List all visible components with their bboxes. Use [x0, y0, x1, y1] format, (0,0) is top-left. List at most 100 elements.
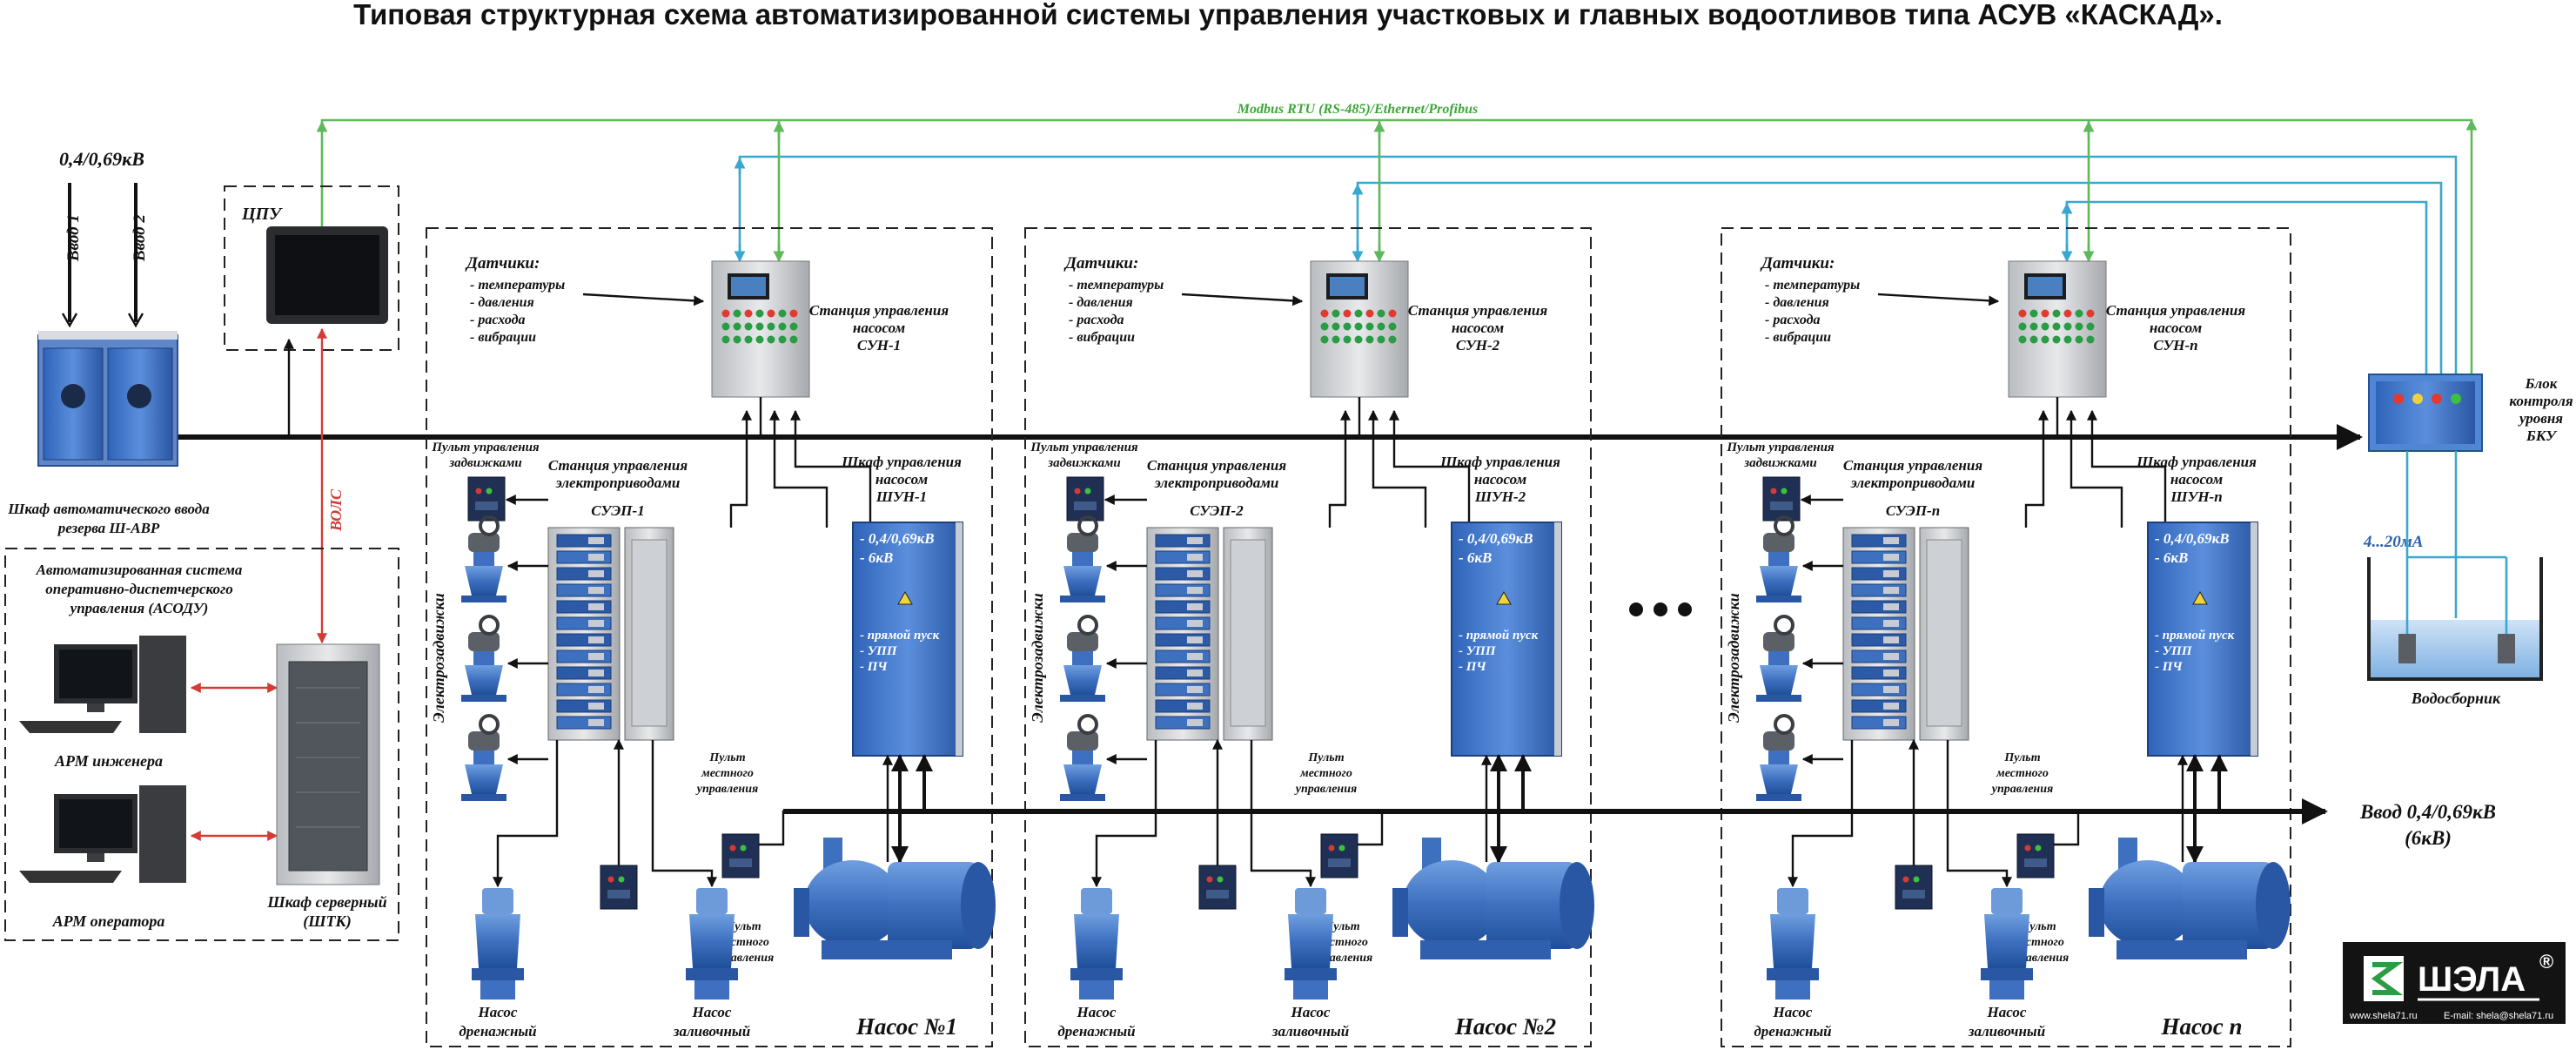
- shun-voltage-2: - 6кВ: [2155, 549, 2188, 566]
- section-frame: [1721, 227, 2291, 1047]
- suep-label-1: Станция управления: [1147, 457, 1286, 474]
- pump-control-station: [711, 260, 810, 398]
- right-block: Блок контроля уровня БКУ 4...20мА Водосб…: [783, 374, 2573, 1024]
- sensor-item: - температуры: [1765, 278, 1860, 293]
- sensor-item: - расхода: [1069, 313, 1124, 327]
- section-frame: [1024, 227, 1592, 1047]
- electric-valves: [461, 515, 506, 801]
- sun-label-3: СУН-2: [1456, 337, 1500, 353]
- shun-mode-1: - прямой пуск: [1459, 629, 1539, 643]
- drainage-pump: [1070, 888, 1123, 1000]
- main-pump-label: Насос №2: [1454, 1013, 1556, 1040]
- shun-label-3: ШУН-1: [875, 488, 927, 505]
- avr-label-2: резерва Ш-АВР: [57, 520, 160, 536]
- sun-label-2: насосом: [853, 320, 906, 336]
- logo-brand: ШЭЛА: [2418, 960, 2526, 999]
- shela-logo: ШЭЛА ® www.shela71.ru E-mail: shela@shel…: [2343, 942, 2566, 1024]
- shun-label-1: Шкаф управления: [1439, 454, 1560, 470]
- logo-email: E-mail: shela@shela71.ru: [2444, 1011, 2553, 1021]
- pump-control-station: [1310, 260, 1409, 398]
- cpu-monitor: [266, 226, 388, 324]
- avr-label-1: Шкаф автоматического ввода: [7, 501, 210, 517]
- local-panel-2-label-3: управления: [695, 783, 758, 796]
- pump-sections: Датчики: - температуры - давления - расхода…: [426, 227, 2291, 1047]
- valve-panel-label-2: задвижками: [448, 456, 521, 470]
- valve-panel-label-1: Пульт управления: [1726, 441, 1835, 454]
- sensor-item: - температуры: [1069, 278, 1164, 293]
- signal-label: 4...20мА: [2363, 533, 2423, 551]
- shun-label-1: Шкаф управления: [2136, 454, 2257, 470]
- drainage-pump: [1767, 888, 1819, 1000]
- input-2-label: Ввод 2: [131, 214, 149, 262]
- vols-label: ВОЛС: [327, 488, 345, 532]
- sun-label-1: Станция управления: [809, 302, 949, 319]
- valve-panel-label-1: Пульт управления: [431, 441, 540, 454]
- main-pump: [794, 838, 996, 959]
- bus-label: Modbus RTU (RS-485)/Ethernet/Profibus: [1237, 102, 1478, 117]
- avr-cabinet: [37, 331, 178, 467]
- main-pump-label: Насос n: [2160, 1013, 2242, 1040]
- bku-label-2: контроля: [2509, 393, 2573, 409]
- sensor-item: - вибрации: [1765, 330, 1831, 345]
- sun-label-2: насосом: [2150, 320, 2203, 336]
- suep-label-1: Станция управления: [1843, 457, 1982, 474]
- section-frame: [426, 227, 993, 1047]
- cpu-frame: [224, 185, 399, 351]
- input-voltage-label: 0,4/0,69кВ: [59, 148, 144, 170]
- shun-mode-1: - прямой пуск: [860, 629, 940, 643]
- local-panel-2-label-3: управления: [1990, 783, 2053, 796]
- main-pump-label: Насос №1: [855, 1013, 957, 1040]
- server-cabinet: [276, 643, 380, 885]
- local-panel-2-label-2: местного: [1299, 767, 1352, 780]
- suep-label-2: электроприводами: [1154, 475, 1279, 491]
- tank-label: Водосборник: [2411, 690, 2501, 707]
- sensor-item: - давления: [470, 295, 534, 310]
- sensors-title: Датчики:: [1760, 254, 1835, 273]
- actuator-control-station: [547, 527, 674, 741]
- shun-label-2: насосом: [875, 471, 929, 488]
- drainage-pump-label-2: дренажный: [1754, 1023, 1831, 1040]
- pump-section-3: Датчики:- температуры- давления- расхода…: [1721, 227, 2291, 1047]
- actuator-control-station: [1842, 527, 1969, 741]
- electro-valves-label: Электрозадвижки: [1029, 593, 1046, 723]
- bku-label-3: уровня: [2518, 410, 2563, 427]
- drainage-pump: [472, 888, 524, 1000]
- power-input-label-1: Ввод 0,4/0,69кВ: [2359, 801, 2496, 823]
- shun-label-2: насосом: [2170, 471, 2224, 488]
- suep-label-3: СУЭП-2: [1190, 502, 1244, 519]
- operator-workstation: [19, 785, 186, 883]
- bku-label-4: БКУ: [2526, 427, 2558, 444]
- shun-voltage-1: - 0,4/0,69кВ: [860, 530, 935, 547]
- cpu-label: ЦПУ: [241, 205, 283, 224]
- asodu-label-1: Автоматизированная система: [36, 562, 243, 578]
- filling-pump-label-1: Насос: [1987, 1004, 2027, 1020]
- suep-label-2: электроприводами: [1850, 475, 1976, 491]
- bku-label-1: Блок: [2525, 375, 2558, 392]
- filling-pump: [686, 888, 738, 1000]
- communication-bus: Modbus RTU (RS-485)/Ethernet/Profibus: [316, 102, 2478, 374]
- shun-mode-2: - УПП: [860, 644, 898, 658]
- sensor-item: - давления: [1069, 295, 1133, 310]
- actuator-control-station: [1146, 527, 1273, 741]
- filling-pump: [1285, 888, 1337, 1000]
- shun-voltage-2: - 6кВ: [1459, 549, 1492, 566]
- suep-label-3: СУЭП-1: [591, 502, 644, 519]
- server-label-2: (ШТК): [303, 912, 351, 931]
- main-pump: [1392, 838, 1594, 959]
- sensor-item: - температуры: [470, 278, 565, 293]
- sun-label-1: Станция управления: [1408, 302, 1547, 319]
- sensors-title: Датчики:: [1063, 254, 1138, 273]
- valve-panel-label-2: задвижками: [1047, 456, 1120, 470]
- filling-pump-label-2: заливочный: [1271, 1023, 1349, 1040]
- shun-mode-2: - УПП: [2155, 644, 2193, 658]
- electric-valves: [1060, 515, 1105, 801]
- sensor-item: - вибрации: [470, 330, 536, 345]
- bku-unit: [2368, 374, 2483, 452]
- drainage-pump-label-2: дренажный: [1057, 1023, 1135, 1040]
- sun-label-2: насосом: [1452, 320, 1505, 336]
- water-tank: [2367, 451, 2543, 681]
- shun-label-3: ШУН-2: [1474, 488, 1526, 505]
- shun-label-3: ШУН-n: [2170, 488, 2222, 505]
- logo-reg: ®: [2539, 951, 2553, 973]
- sensor-item: - вибрации: [1069, 330, 1135, 345]
